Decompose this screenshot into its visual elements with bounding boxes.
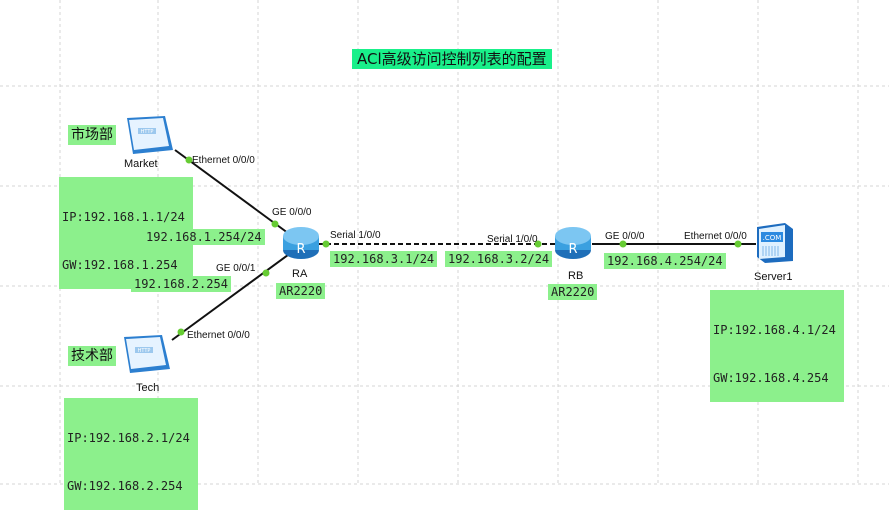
link-dot-rb-serial [534,240,542,248]
router-rb-icon[interactable]: R [553,223,593,263]
svg-text:HTTP: HTTP [138,348,151,354]
ra-ge1-ip: 192.168.2.254 [131,276,231,292]
tech-gw: GW:192.168.2.254 [67,479,183,493]
link-dot-ra-ge1 [262,269,270,277]
link-dot-tech [177,328,185,336]
tech-port-label: Ethernet 0/0/0 [187,330,250,341]
router-rb-glyph: R [568,242,577,257]
market-name: Market [124,158,158,170]
market-ip-label: IP:192.168.1.1/24 GW:192.168.1.254 [59,177,193,289]
ra-name: RA [292,268,308,280]
router-ra-glyph: R [296,242,305,257]
server-port-label: Ethernet 0/0/0 [684,231,747,242]
tech-ip-label: IP:192.168.2.1/24 GW:192.168.2.254 [64,398,198,510]
router-ra-icon[interactable]: R [281,223,321,263]
server-name: Server1 [754,271,793,283]
tech-dept-label: 技术部 [68,346,116,366]
svg-text:HTTP: HTTP [141,129,154,135]
ra-serial-ip: 192.168.3.1/24 [330,251,438,267]
tech-ip: IP:192.168.2.1/24 [67,431,190,445]
rb-serial-ip: 192.168.3.2/24 [445,251,553,267]
server-icon[interactable]: .COM [755,221,795,265]
ra-serial-port: Serial 1/0/0 [330,230,381,241]
link-dot-market [185,156,193,164]
rb-name: RB [568,270,584,282]
market-ip: IP:192.168.1.1/24 [62,210,185,224]
market-pc-icon[interactable]: HTTP [121,114,175,158]
market-dept-label: 市场部 [68,125,116,145]
topology-links [171,149,756,341]
rb-ge0-ip: 192.168.4.254/24 [604,253,726,269]
server-gw: GW:192.168.4.254 [713,371,829,385]
ra-ge0-port: GE 0/0/0 [272,207,312,218]
ra-ge0-ip: 192.168.1.254/24 [143,229,265,245]
market-gw: GW:192.168.1.254 [62,258,178,272]
diagram-title: ACl高级访问控制列表的配置 [352,49,552,69]
ra-ge1-port: GE 0/0/1 [216,263,256,274]
ra-model: AR2220 [276,283,326,299]
market-port-label: Ethernet 0/0/0 [192,155,255,166]
tech-pc-icon[interactable]: HTTP [118,333,172,377]
link-dot-ra-serial [322,240,330,248]
tech-name: Tech [136,382,160,394]
link-tech-ra [171,251,293,341]
link-dot-rb-ge0 [619,240,627,248]
link-dot-server [734,240,742,248]
rb-model: AR2220 [548,284,598,300]
link-dot-ra-ge0 [271,220,279,228]
rb-ge0-port: GE 0/0/0 [605,231,645,242]
rb-serial-port: Serial 1/0/0 [487,234,538,245]
server-badge: .COM [763,234,782,242]
server-ip: IP:192.168.4.1/24 [713,323,836,337]
server-ip-label: IP:192.168.4.1/24 GW:192.168.4.254 [710,290,844,402]
